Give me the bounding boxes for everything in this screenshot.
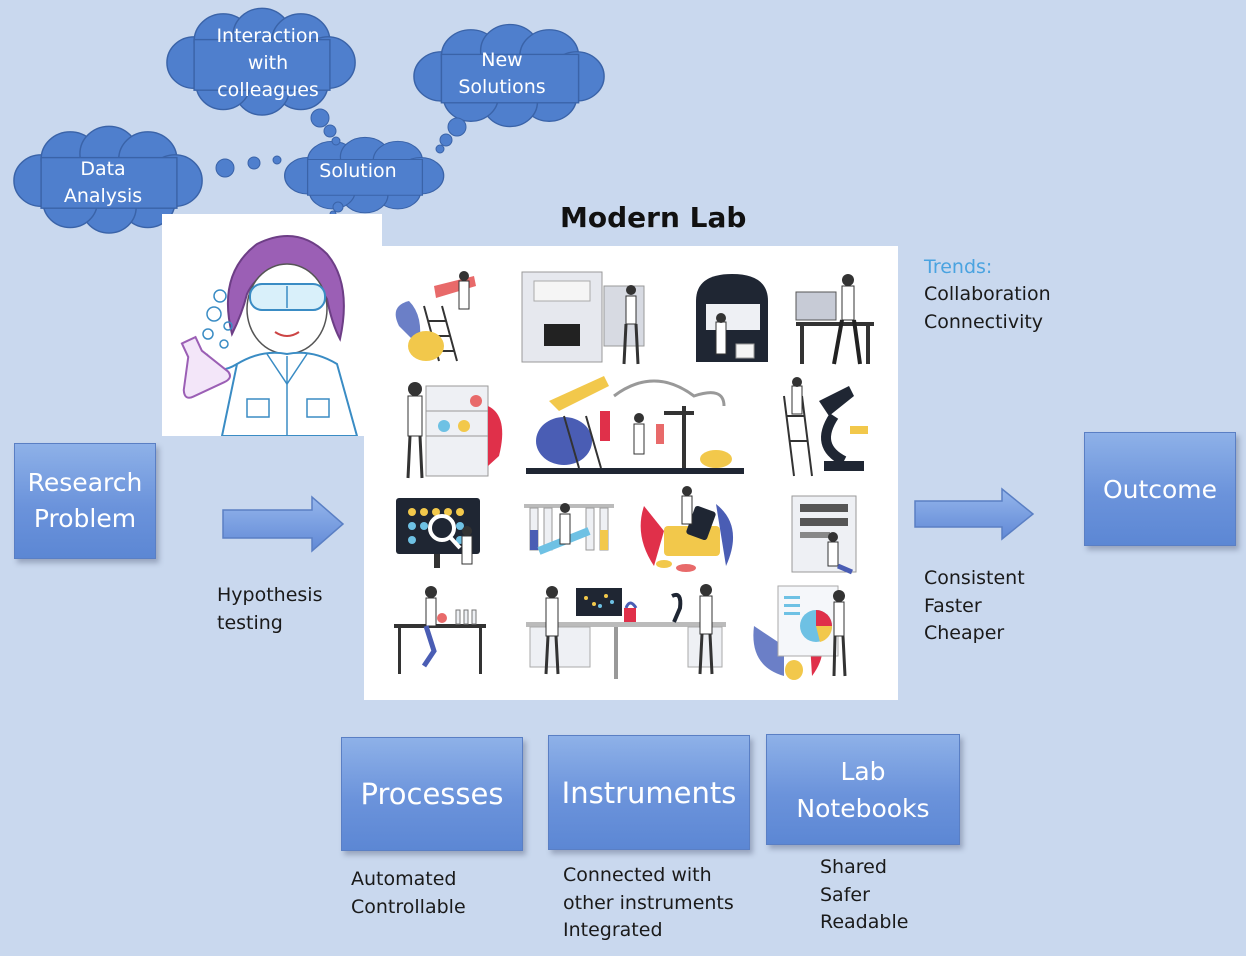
lab-scene-shelf-scientist — [406, 382, 503, 479]
instruments-description: Connected with other instruments Integra… — [563, 864, 734, 941]
lab-scene-pills — [640, 486, 734, 572]
modern-lab-illustration — [364, 246, 898, 700]
lab-scenes — [394, 271, 874, 680]
lab-scene-ladder-flask — [395, 271, 476, 362]
thought-dots — [215, 108, 467, 218]
processes-description: Automated Controllable — [351, 868, 466, 918]
lab-scene-analyzer — [696, 274, 768, 362]
lab-notebooks-box: Lab Notebooks — [766, 734, 960, 845]
lab-scene-workstation — [526, 584, 726, 679]
scientist-drawing — [180, 235, 359, 437]
thought-clouds — [13, 7, 605, 234]
lab-scene-bench-scientist — [394, 586, 486, 674]
lab-scene-big-instrument — [521, 271, 645, 365]
trends-list: Collaboration Connectivity — [924, 283, 1051, 333]
cloud-interaction-label: Interaction with colleagues — [216, 25, 320, 101]
outcome-box: Outcome — [1084, 432, 1236, 546]
lab-scene-desk-computer — [795, 274, 874, 365]
instruments-box: Instruments — [548, 735, 750, 850]
diagram-title: Modern Lab — [560, 201, 747, 234]
lab-scene-screen-analysis — [396, 498, 480, 568]
cloud-new-solutions-label: New Solutions — [458, 49, 546, 98]
lab-scene-test-tubes — [524, 503, 614, 555]
lab-scene-distillation — [526, 376, 744, 474]
research-problem-box: Research Problem — [14, 443, 156, 559]
outcome-qualities: Consistent Faster Cheaper — [924, 567, 1025, 644]
cloud-solution-label: Solution — [319, 160, 397, 182]
processes-box: Processes — [341, 737, 523, 851]
arrow-to-lab — [222, 495, 345, 553]
lab-scene-pie-chart-board — [753, 585, 847, 680]
hypothesis-label: Hypothesis testing — [217, 584, 323, 634]
trends-heading: Trends: — [924, 256, 993, 278]
arrow-to-outcome — [914, 487, 1035, 541]
lab-scene-server-rack — [791, 495, 857, 575]
cloud-data-analysis-label: Data Analysis — [63, 158, 143, 207]
lab-scene-microscope — [783, 377, 868, 477]
notebooks-description: Shared Safer Readable — [820, 856, 909, 933]
scientist-illustration — [162, 214, 382, 437]
